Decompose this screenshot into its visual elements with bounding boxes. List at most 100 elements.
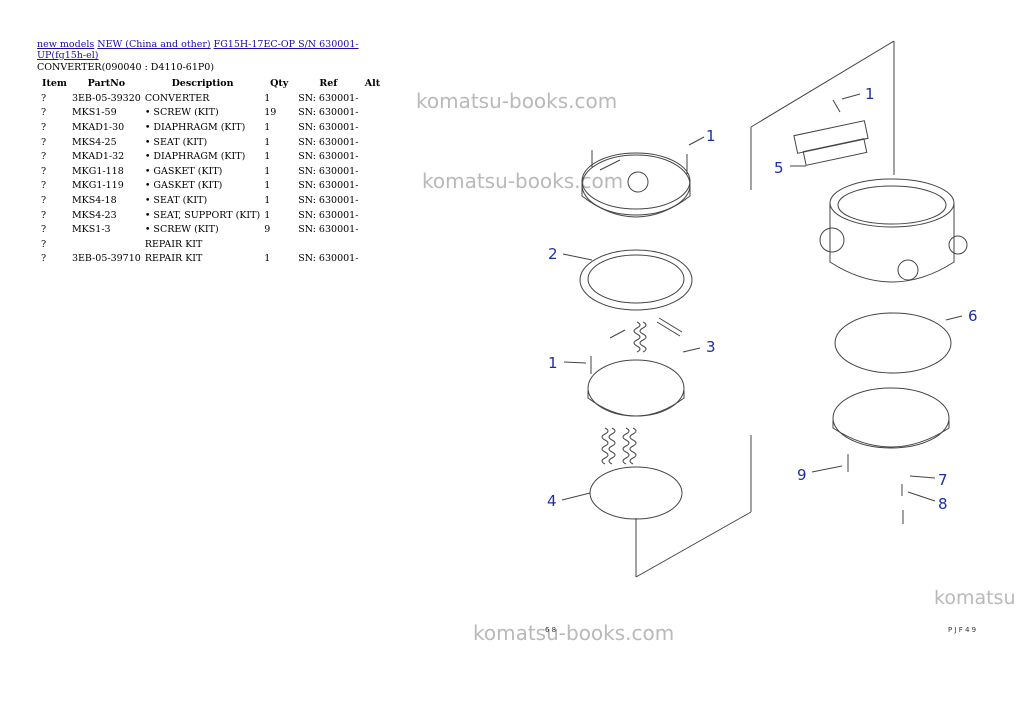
table-row: ? MKS4-25 • SEAT (KIT) 1 SN: 630001- [39, 135, 384, 150]
cell-ref: SN: 630001- [298, 180, 359, 192]
cell-description: • DIAPHRAGM (KIT) [144, 121, 246, 133]
cell-description: • SCREW (KIT) [144, 224, 219, 236]
table-row: ? MKS4-18 • SEAT (KIT) 1 SN: 630001- [39, 193, 384, 208]
cell-qty: 1 [264, 209, 271, 221]
cell-item: ? [41, 151, 47, 163]
cell-ref: SN: 630001- [298, 224, 359, 236]
table-row: ? MKG1-119 • GASKET (KIT) 1 SN: 630001- [39, 179, 384, 194]
cell-partno: MKS4-23 [71, 209, 117, 221]
cell-partno: 3EB-05-39320 [71, 92, 141, 104]
figure-code-right: P J F 4 9 [948, 626, 976, 634]
callout-label: 3 [706, 338, 716, 356]
callout-label: 4 [547, 492, 557, 510]
callout-label: 7 [938, 471, 948, 489]
cell-item: ? [41, 121, 47, 133]
cell-item: ? [41, 107, 47, 119]
cell-description: • GASKET (KIT) [144, 180, 223, 192]
breadcrumb-link-region[interactable]: NEW (China and other) [97, 39, 211, 50]
cell-partno: MKS1-59 [71, 107, 117, 119]
cell-qty: 9 [264, 224, 271, 236]
column-header-alt: Alt [364, 78, 381, 89]
cell-ref: SN: 630001- [298, 194, 359, 206]
cell-description: • SEAT (KIT) [144, 194, 208, 206]
cell-qty: 1 [264, 180, 271, 192]
cell-item: ? [41, 209, 47, 221]
table-row: ? MKAD1-32 • DIAPHRAGM (KIT) 1 SN: 630001- [39, 149, 384, 164]
cell-qty: 1 [264, 136, 271, 148]
table-row: ? MKAD1-30 • DIAPHRAGM (KIT) 1 SN: 630001- [39, 120, 384, 135]
cell-qty: 1 [264, 165, 271, 177]
cell-description: • SEAT (KIT) [144, 136, 208, 148]
table-header-row: Item PartNo Description Qty Ref Alt [39, 76, 384, 91]
cell-partno: MKAD1-30 [71, 121, 125, 133]
cell-ref: SN: 630001- [298, 107, 359, 119]
callout-label: 1 [706, 127, 716, 145]
cell-item: ? [41, 165, 47, 177]
cell-description: • SEAT, SUPPORT (KIT) [144, 209, 261, 221]
cell-description: • DIAPHRAGM (KIT) [144, 151, 246, 163]
table-row: ? MKS4-23 • SEAT, SUPPORT (KIT)1 SN: 630001… [39, 208, 384, 223]
watermark-text: komatsu-books.com [422, 169, 624, 193]
cell-qty: 1 [264, 151, 271, 163]
page-title: CONVERTER(090040 : D4110-61P0) [37, 62, 215, 73]
column-header-partno: PartNo [87, 78, 126, 89]
cell-partno: 3EB-05-39710 [71, 253, 141, 265]
watermark-text: komatsu [934, 587, 1016, 609]
cell-partno: MKS1-3 [71, 224, 111, 236]
cell-qty: 1 [264, 92, 271, 104]
cell-item: ? [41, 92, 47, 104]
cell-partno: MKS4-18 [71, 194, 117, 206]
cell-description: • GASKET (KIT) [144, 165, 223, 177]
cell-item: ? [41, 253, 47, 265]
cell-partno: MKG1-119 [71, 180, 124, 192]
watermark-text: komatsu-books.com [473, 621, 675, 645]
breadcrumb-link-model[interactable]: FG15H-17EC-OP S/N 630001-UP(fg15h-el) [37, 39, 359, 61]
cell-description: CONVERTER [144, 92, 210, 104]
callout-label: 8 [938, 495, 948, 513]
cell-partno: MKG1-118 [71, 165, 124, 177]
figure-code-left: 6 8 [545, 626, 556, 634]
cell-item: ? [41, 238, 47, 250]
cell-qty: 1 [264, 253, 271, 265]
callout-label: 1 [548, 354, 558, 372]
cell-partno: MKAD1-32 [71, 151, 125, 163]
cell-item: ? [41, 194, 47, 206]
cell-description: REPAIR KIT [144, 253, 203, 265]
cell-qty: 1 [264, 194, 271, 206]
cell-description: • SCREW (KIT) [144, 107, 219, 119]
cell-ref: SN: 630001- [298, 92, 359, 104]
callout-label: 5 [774, 159, 784, 177]
column-header-qty: Qty [270, 78, 289, 89]
cell-ref: SN: 630001- [298, 253, 359, 265]
cell-ref: SN: 630001- [298, 121, 359, 133]
table-row: ? MKS1-3 • SCREW (KIT) 9 SN: 630001- [39, 222, 384, 237]
table-row: ? REPAIR KIT [39, 237, 384, 252]
cell-item: ? [41, 180, 47, 192]
table-row: ? MKG1-118 • GASKET (KIT) 1 SN: 630001- [39, 164, 384, 179]
parts-table: Item PartNo Description Qty Ref Alt ? 3EB… [39, 76, 384, 266]
cell-ref: SN: 630001- [298, 165, 359, 177]
cell-item: ? [41, 224, 47, 236]
callout-label: 2 [548, 245, 558, 263]
breadcrumb-link-new-models[interactable]: new models [37, 39, 95, 50]
table-row: ? MKS1-59 • SCREW (KIT) 19 SN: 630001- [39, 106, 384, 121]
callout-label: 9 [797, 466, 807, 484]
cell-item: ? [41, 136, 47, 148]
cell-ref: SN: 630001- [298, 151, 359, 163]
cell-qty: 19 [264, 107, 277, 119]
column-header-item: Item [42, 78, 67, 89]
cell-qty: 1 [264, 121, 271, 133]
cell-partno: MKS4-25 [71, 136, 117, 148]
column-header-ref: Ref [319, 78, 338, 89]
cell-description: REPAIR KIT [144, 238, 203, 250]
cell-ref: SN: 630001- [298, 209, 359, 221]
watermark-text: komatsu-books.com [416, 89, 618, 113]
cell-ref: SN: 630001- [298, 136, 359, 148]
callout-label: 6 [968, 307, 978, 325]
callout-label: 1 [865, 85, 875, 103]
